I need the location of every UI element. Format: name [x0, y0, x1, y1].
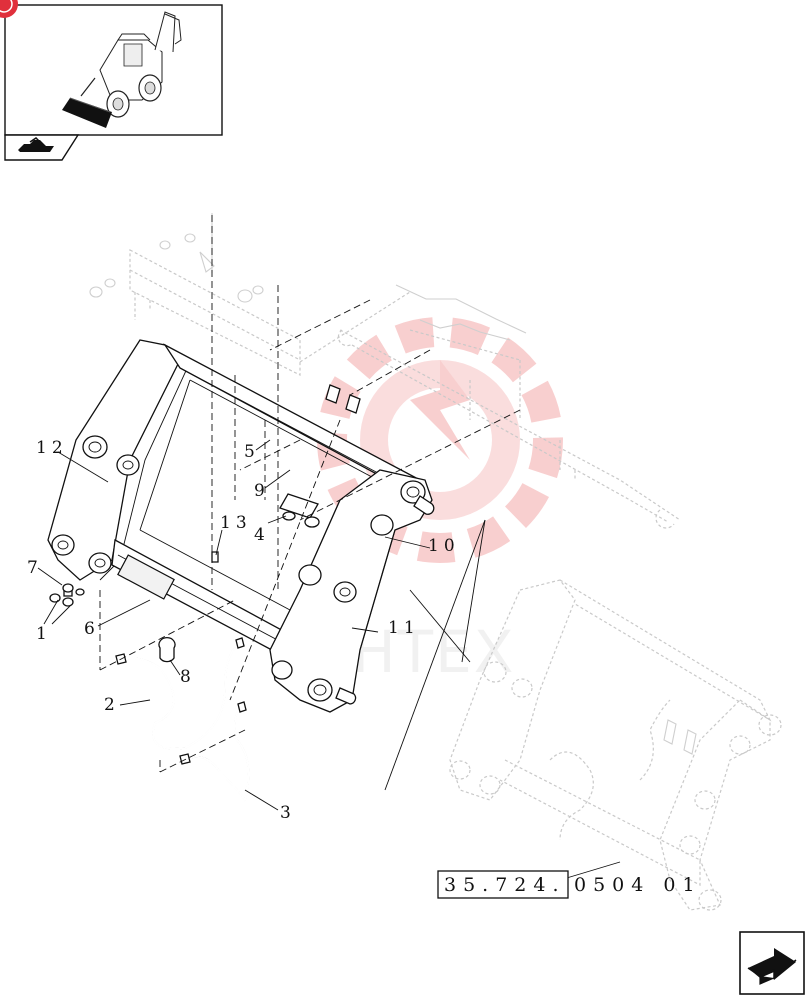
coupler-frame[interactable] — [47, 339, 435, 713]
hydraulic-hose-3[interactable] — [179, 701, 250, 803]
reference-suffix-text: 0504 01 — [574, 874, 702, 896]
hardware-parts[interactable] — [49, 384, 361, 663]
corner-badge-icon — [0, 0, 18, 18]
callout-3[interactable]: 3 — [280, 803, 296, 823]
backhoe-silhouette-icon — [18, 137, 54, 152]
callout-10[interactable]: 10 — [428, 536, 460, 556]
reference-number: 35.724. 0504 01 — [437, 870, 702, 899]
callout-13[interactable]: 13 — [220, 513, 252, 533]
callout-5[interactable]: 5 — [244, 442, 260, 462]
callout-8[interactable]: 8 — [180, 667, 196, 687]
ghost-mounting-bracket — [89, 213, 301, 376]
callout-2[interactable]: 2 — [104, 695, 120, 715]
backhoe-loader-thumbnail-icon — [62, 11, 182, 128]
thumbnail-panel[interactable] — [4, 4, 223, 161]
ghost-coupler-frame — [449, 579, 782, 911]
callout-6[interactable]: 6 — [84, 619, 100, 639]
callout-4[interactable]: 4 — [254, 525, 270, 545]
callout-labels: 12 5 9 4 13 10 7 1 6 11 8 2 3 — [27, 438, 460, 823]
next-page-arrow-icon[interactable] — [739, 931, 805, 995]
ghost-hydraulic-lines — [299, 284, 681, 529]
callout-7[interactable]: 7 — [27, 558, 43, 578]
callout-12[interactable]: 12 — [36, 438, 68, 458]
callout-9[interactable]: 9 — [254, 481, 270, 501]
callout-1[interactable]: 1 — [36, 624, 52, 644]
callout-11[interactable]: 11 — [388, 618, 420, 638]
leader-lines — [37, 439, 621, 881]
assembly-guide-lines — [99, 215, 521, 773]
reference-box-text: 35.724. — [444, 874, 566, 896]
hydraulic-hose-2[interactable] — [115, 637, 245, 750]
